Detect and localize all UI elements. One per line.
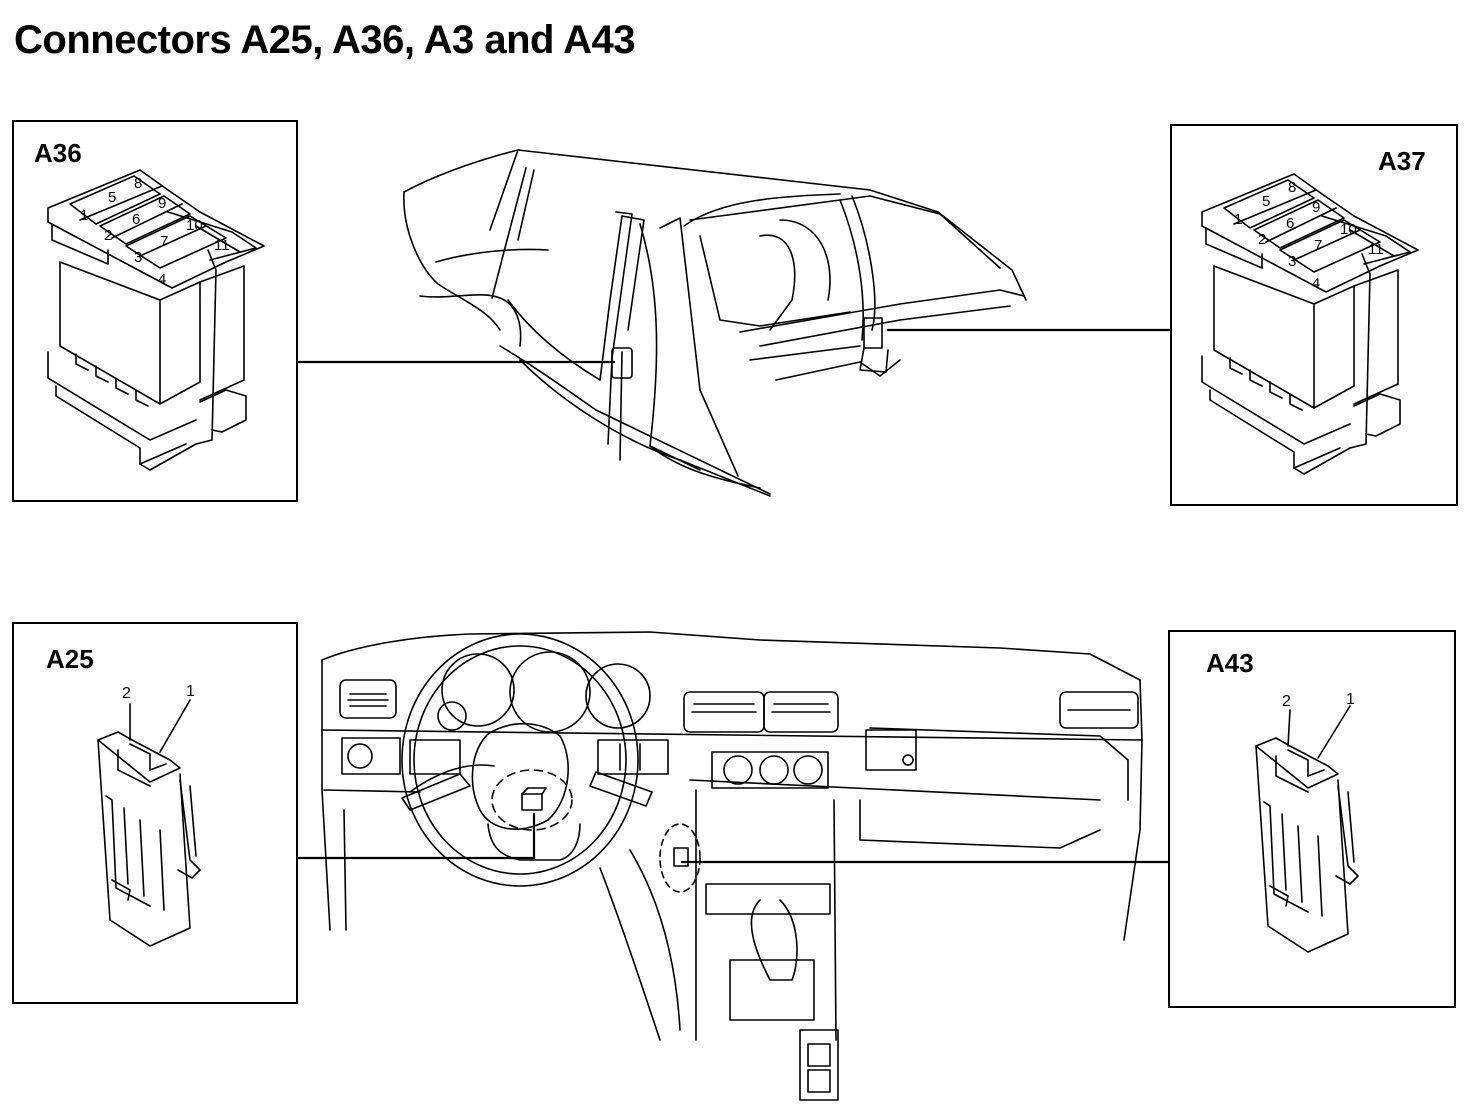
svg-text:11: 11 xyxy=(1368,241,1384,258)
svg-text:11: 11 xyxy=(214,237,230,254)
svg-text:1: 1 xyxy=(1346,691,1355,708)
svg-text:6: 6 xyxy=(1286,215,1294,232)
connector-a43-label: A43 xyxy=(1206,648,1254,678)
car-interior-drawing xyxy=(403,149,1027,497)
svg-text:7: 7 xyxy=(1314,237,1322,254)
svg-text:7: 7 xyxy=(160,233,168,250)
leader-lines xyxy=(296,328,1172,864)
a43-connector-drawing xyxy=(1255,705,1359,953)
connector-a36-label: A36 xyxy=(34,138,82,168)
svg-text:6: 6 xyxy=(132,211,140,228)
svg-text:3: 3 xyxy=(134,249,142,266)
svg-text:3: 3 xyxy=(1288,253,1296,270)
connector-a25-label: A25 xyxy=(46,644,94,674)
svg-text:2: 2 xyxy=(1258,231,1266,248)
svg-text:2: 2 xyxy=(1282,693,1291,710)
svg-text:1: 1 xyxy=(186,683,195,700)
dashboard-drawing xyxy=(321,631,1143,1101)
a25-pin-labels: 2 1 xyxy=(122,683,195,702)
svg-text:10: 10 xyxy=(1340,221,1357,238)
svg-text:5: 5 xyxy=(1262,193,1270,210)
svg-text:1: 1 xyxy=(1234,211,1242,228)
svg-text:10: 10 xyxy=(186,217,203,234)
svg-text:5: 5 xyxy=(108,189,116,206)
a43-pin-labels: 2 1 xyxy=(1282,691,1355,710)
connector-a43-panel: A43 xyxy=(1168,630,1456,1008)
svg-text:1: 1 xyxy=(80,207,88,224)
connector-a37-label: A37 xyxy=(1378,146,1426,176)
a36-connector-drawing xyxy=(47,169,265,471)
connector-a25-panel: A25 xyxy=(12,622,298,1004)
a25-connector-drawing xyxy=(97,699,201,947)
a37-connector-drawing xyxy=(1201,173,1419,475)
svg-text:2: 2 xyxy=(104,227,112,244)
svg-text:9: 9 xyxy=(158,195,166,212)
a37-pin-labels: 1 2 3 4 5 6 7 8 9 10 11 xyxy=(1234,179,1384,292)
svg-text:2: 2 xyxy=(122,685,131,702)
svg-text:8: 8 xyxy=(1288,179,1296,196)
a36-pin-labels: 1 2 3 4 5 6 7 8 9 10 11 xyxy=(80,175,230,288)
page-title: Connectors A25, A36, A3 and A43 xyxy=(14,18,635,62)
svg-text:8: 8 xyxy=(134,175,142,192)
svg-text:4: 4 xyxy=(1312,275,1320,292)
svg-text:9: 9 xyxy=(1312,199,1320,216)
svg-text:4: 4 xyxy=(158,271,166,288)
